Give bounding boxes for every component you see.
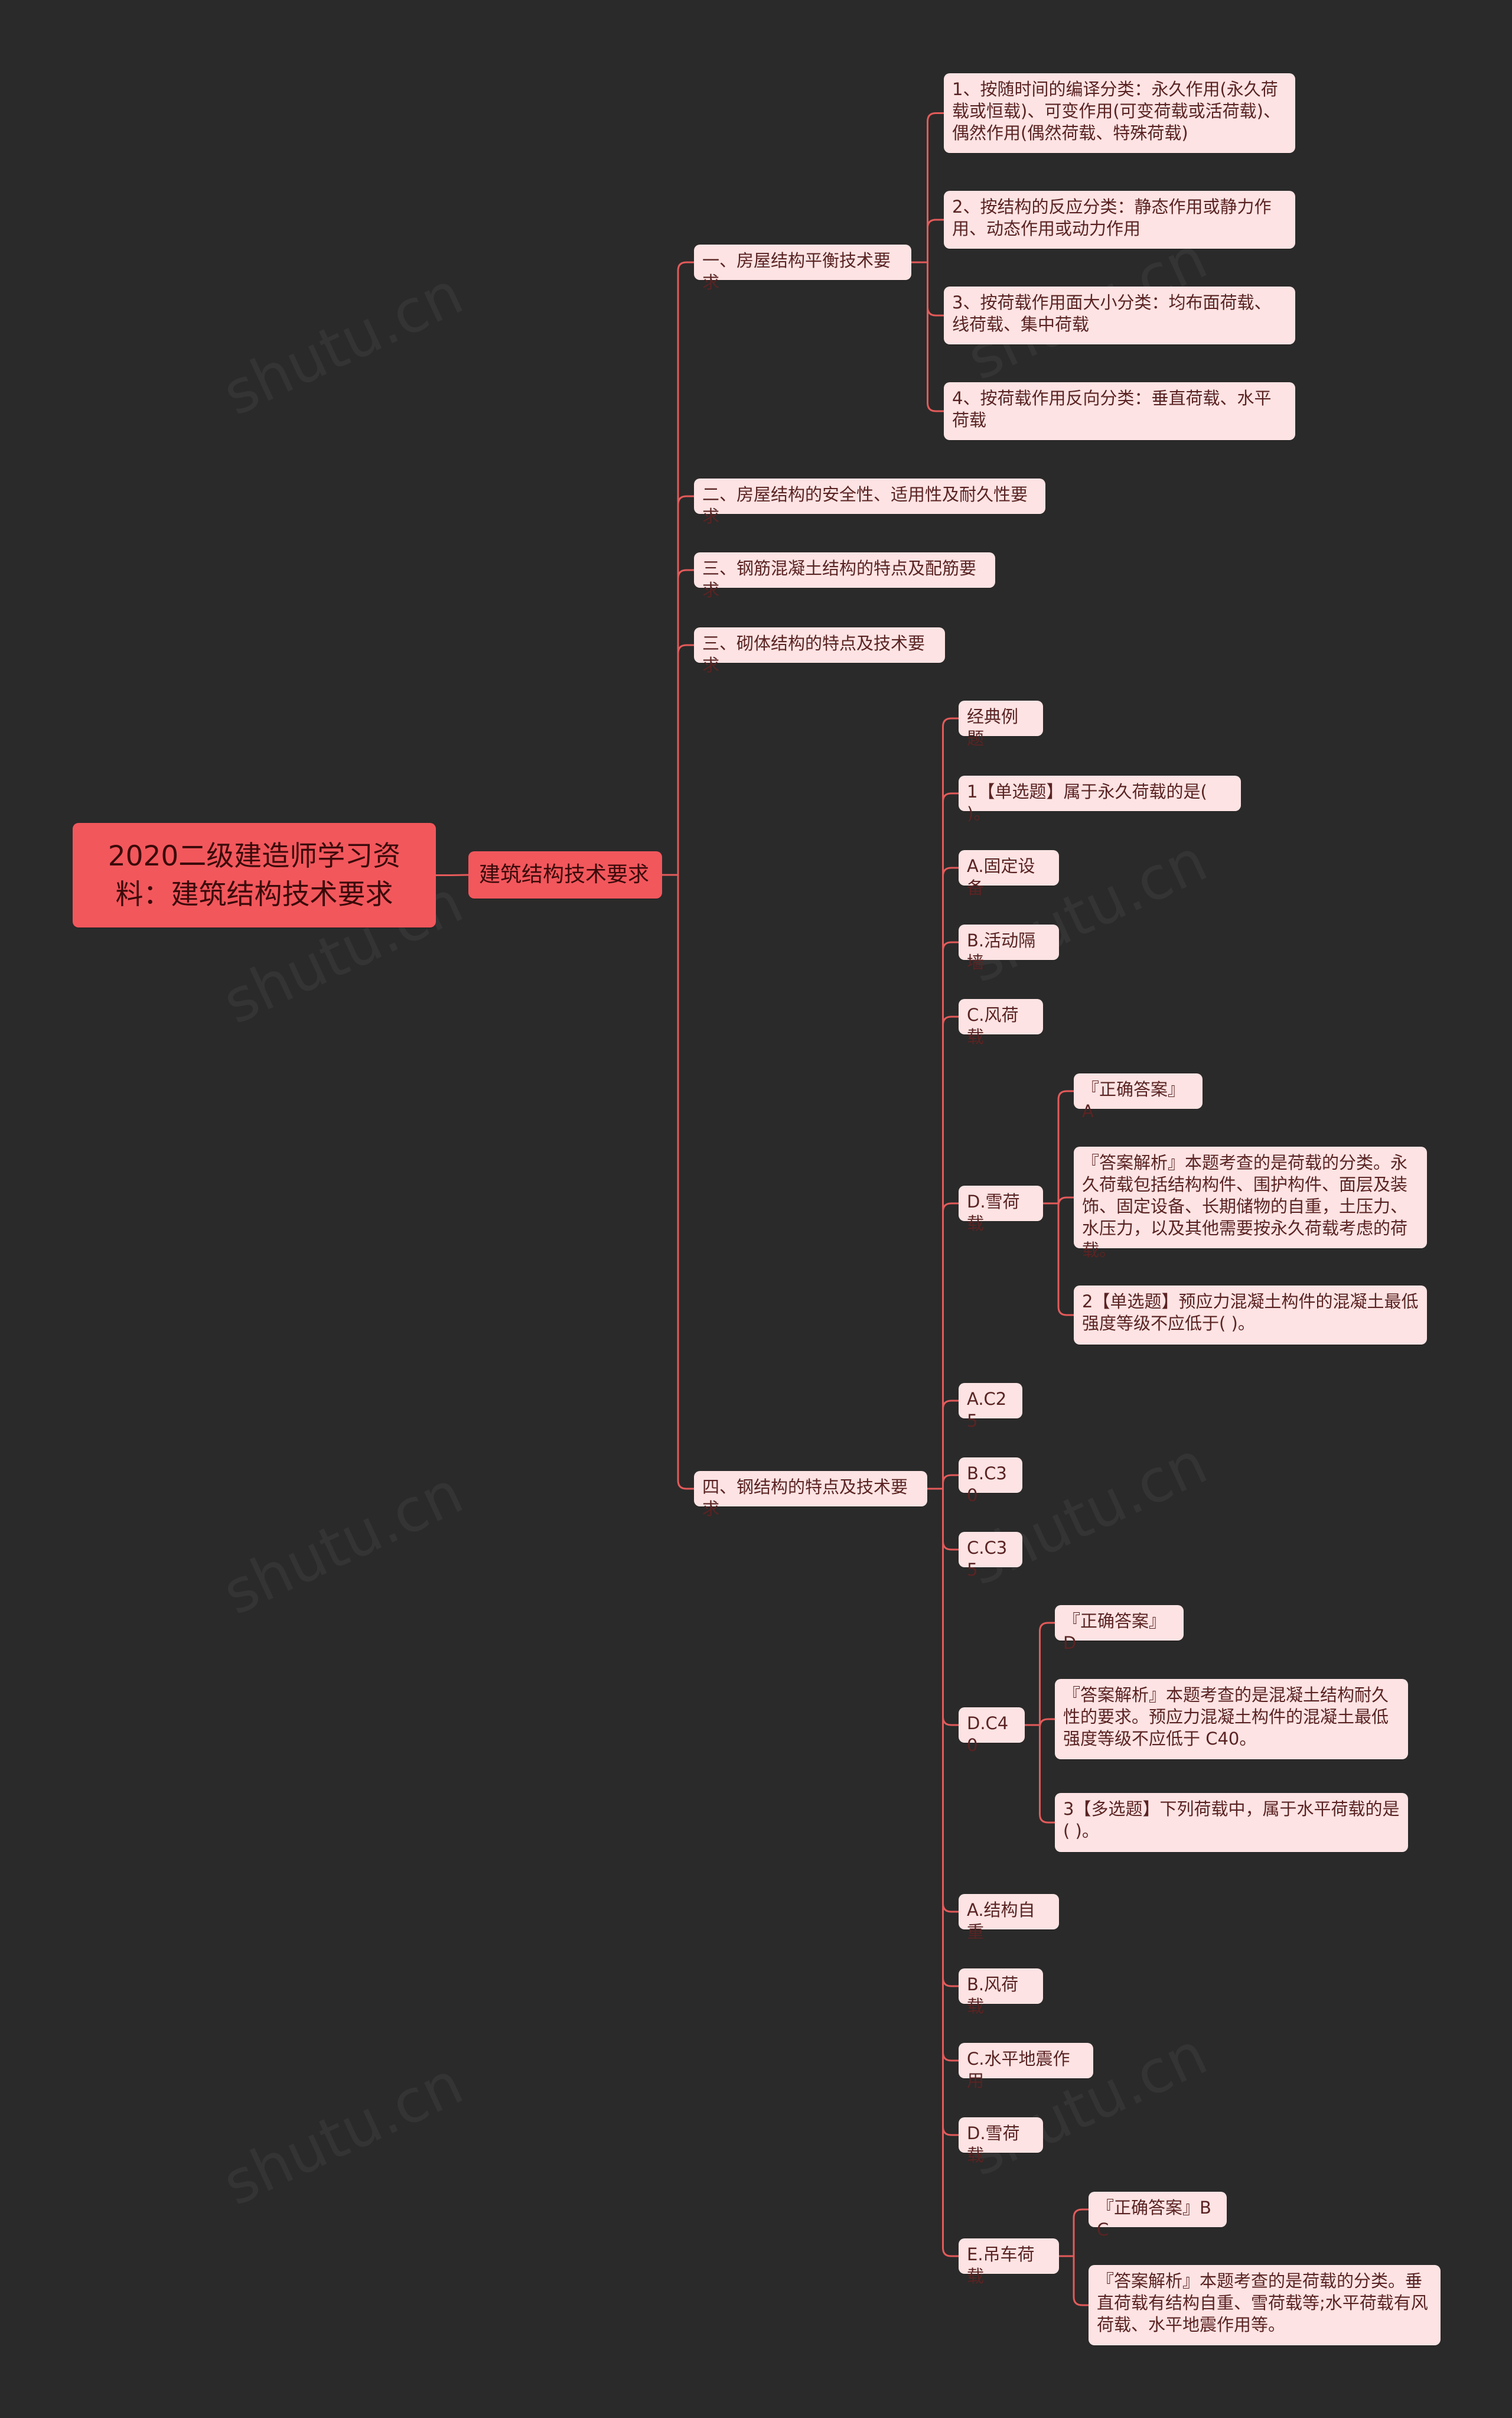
connector-line <box>942 941 959 1489</box>
option-node[interactable]: B.活动隔墙 <box>959 925 1059 972</box>
root-topic[interactable]: 2020二级建造师学习资料：建筑结构技术要求 <box>73 823 436 928</box>
connector-line <box>927 262 944 412</box>
connector-line <box>1057 1090 1074 1203</box>
connector-line <box>942 1489 959 1913</box>
connector-line <box>942 792 959 1489</box>
question-1-topic[interactable]: 1【单选题】属于永久荷载的是( )。 <box>959 776 1241 824</box>
main-branch-topic[interactable]: 建筑结构技术要求 <box>468 851 662 899</box>
connector-line <box>927 112 944 262</box>
correct-answer-node[interactable]: 『正确答案』D <box>1055 1605 1184 1653</box>
option-node[interactable]: B.C30 <box>959 1457 1022 1505</box>
connector-line <box>942 1489 959 1726</box>
classification-item[interactable]: 2、按结构的反应分类：静态作用或静力作用、动态作用或动力作用 <box>944 191 1295 249</box>
connector-line <box>942 867 959 1489</box>
connector-line <box>1039 1725 1055 1824</box>
section-2-topic[interactable]: 二、房屋结构的安全性、适用性及耐久性要求 <box>694 479 1045 526</box>
connector-line <box>677 875 694 1490</box>
connector-line <box>942 1202 959 1489</box>
answer-explanation-node[interactable]: 『答案解析』本题考查的是荷载的分类。垂直荷载有结构自重、雪荷载等;水平荷载有风荷… <box>1089 2265 1441 2345</box>
option-node[interactable]: B.风荷载 <box>959 1968 1043 2016</box>
question-2-topic[interactable]: 2【单选题】预应力混凝土构件的混凝土最低强度等级不应低于( )。 <box>1074 1286 1427 1345</box>
connector-line <box>942 1489 959 2257</box>
option-node[interactable]: E.吊车荷载 <box>959 2238 1059 2286</box>
connector-line <box>452 874 469 876</box>
connector-line <box>1057 1196 1074 1206</box>
connector-line <box>942 1489 959 1551</box>
connector-line <box>942 717 959 1489</box>
connector-line <box>942 1489 959 2136</box>
connector-line <box>942 1400 959 1489</box>
connector-line <box>677 261 694 875</box>
connector-line <box>1057 1203 1074 1316</box>
connector-line <box>942 1474 959 1489</box>
question-3-topic[interactable]: 3【多选题】下列荷载中，属于水平荷载的是( )。 <box>1055 1793 1408 1852</box>
connector-line <box>927 219 944 262</box>
option-node[interactable]: C.水平地震作用 <box>959 2043 1093 2091</box>
connector-line <box>1039 1622 1055 1725</box>
connector-line <box>1073 2208 1089 2256</box>
option-node[interactable]: C.风荷载 <box>959 999 1043 1047</box>
connector-line <box>677 644 694 875</box>
section-3-topic[interactable]: 三、钢筋混凝土结构的特点及配筋要求 <box>694 552 995 600</box>
option-node[interactable]: A.结构自重 <box>959 1894 1059 1942</box>
answer-explanation-node[interactable]: 『答案解析』本题考查的是混凝土结构耐久性的要求。预应力混凝土构件的混凝土最低强度… <box>1055 1679 1408 1759</box>
option-node[interactable]: A.C25 <box>959 1383 1022 1431</box>
classification-item[interactable]: 3、按荷载作用面大小分类：均布面荷载、线荷载、集中荷载 <box>944 287 1295 344</box>
option-node[interactable]: C.C35 <box>959 1532 1022 1580</box>
option-node[interactable]: D.C40 <box>959 1707 1025 1755</box>
option-node[interactable]: D.雪荷载 <box>959 2117 1043 2165</box>
correct-answer-node[interactable]: 『正确答案』BC <box>1089 2192 1227 2240</box>
connector-line <box>1073 2256 1089 2306</box>
correct-answer-node[interactable]: 『正确答案』A <box>1074 1073 1203 1121</box>
connector-line <box>942 1016 959 1489</box>
section-4-topic[interactable]: 四、钢结构的特点及技术要求 <box>694 1471 927 1519</box>
connector-line <box>942 1489 959 2062</box>
option-node[interactable]: A.固定设备 <box>959 850 1059 898</box>
classic-examples-topic[interactable]: 经典例题 <box>959 701 1043 748</box>
answer-explanation-node[interactable]: 『答案解析』本题考查的是荷载的分类。永久荷载包括结构构件、围护构件、面层及装饰、… <box>1074 1147 1427 1260</box>
option-node[interactable]: D.雪荷载 <box>959 1186 1043 1234</box>
connector-line <box>677 495 694 875</box>
section-3b-topic[interactable]: 三、砌体结构的特点及技术要求 <box>694 627 945 675</box>
classification-item[interactable]: 1、按随时间的编译分类：永久作用(永久荷载或恒载)、可变作用(可变荷载或活荷载)… <box>944 73 1295 153</box>
connector-line <box>927 262 944 317</box>
section-1-topic[interactable]: 一、房屋结构平衡技术要求 <box>694 245 911 292</box>
connector-line <box>1039 1718 1055 1728</box>
connector-line <box>677 569 694 875</box>
classification-item[interactable]: 4、按荷载作用反向分类：垂直荷载、水平荷载 <box>944 382 1295 440</box>
